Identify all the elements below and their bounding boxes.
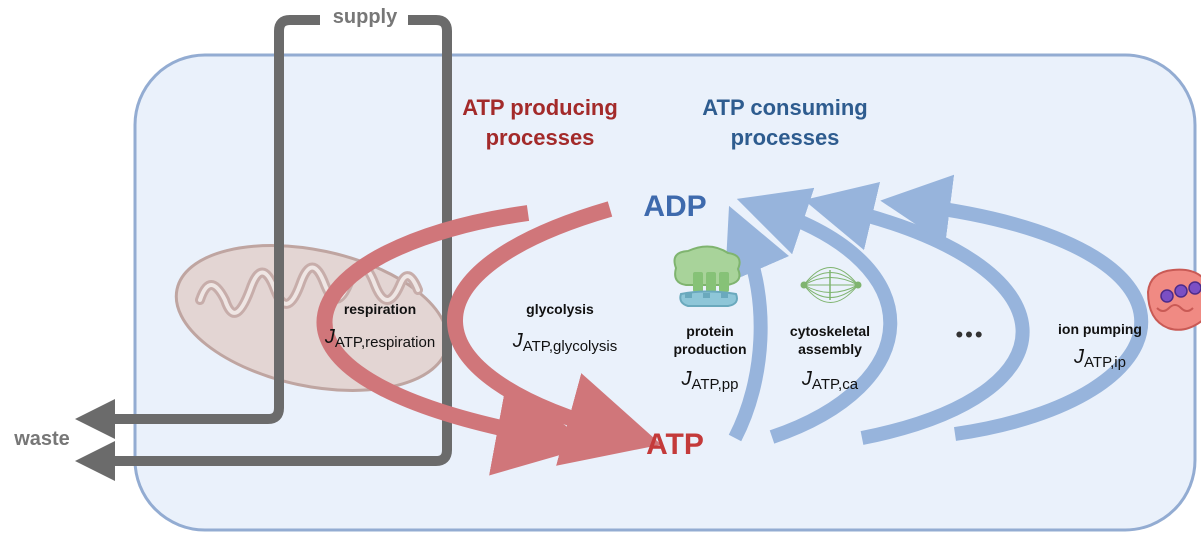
glycolysis-flux-subscript: ATP,glycolysis <box>522 338 618 355</box>
atp-producing-title-line1: ATP producing <box>462 95 618 120</box>
more-processes-ellipsis: ••• <box>955 322 985 347</box>
ion-pumping-flux-symbol: J <box>1074 346 1085 368</box>
cytoskeletal-assembly-label-line1: cytoskeletal <box>789 323 871 339</box>
atp-producing-title-line2: processes <box>485 125 595 150</box>
protein-production-flux-symbol: J <box>681 368 692 390</box>
ion-pumping-label: ion pumping <box>1058 321 1142 337</box>
respiration-flux-symbol: J <box>324 326 335 348</box>
protein-production-arrow <box>724 205 790 442</box>
cytoskeletal-assembly-flux: JATP,ca <box>775 368 885 393</box>
ribosome-icon <box>673 245 741 307</box>
protein-production-flux: JATP,pp <box>660 368 760 393</box>
atp-label: ATP <box>646 428 704 461</box>
atp-producing-arrows <box>316 201 662 476</box>
atp-consuming-arrows <box>724 174 1148 445</box>
spindle-icon <box>800 267 862 303</box>
ion-pumping-flux-subscript: ATP,ip <box>1084 354 1126 371</box>
cytoskeletal-assembly-label-line2: assembly <box>798 341 862 357</box>
waste-label: waste <box>14 428 70 450</box>
ion-pump-icon <box>1146 268 1201 331</box>
cytoskeletal-assembly-flux-symbol: J <box>801 368 812 390</box>
respiration-flux-subscript: ATP,respiration <box>334 334 436 351</box>
cytoskeletal-assembly-flux-subscript: ATP,ca <box>811 376 859 393</box>
glycolysis-flux-symbol: J <box>512 330 523 352</box>
supply-waste-path <box>75 15 452 481</box>
glycolysis-label: glycolysis <box>526 301 594 317</box>
adp-label: ADP <box>643 190 707 223</box>
protein-production-label-line1: protein <box>686 323 734 339</box>
atp-consuming-title-line1: ATP consuming <box>702 95 868 120</box>
protein-production-flux-subscript: ATP,pp <box>691 376 739 393</box>
protein-production-label-line2: production <box>673 341 747 357</box>
ion-pumping-arrow <box>880 174 1148 441</box>
atp-consuming-title-line2: processes <box>730 125 840 150</box>
supply-label: supply <box>332 6 398 28</box>
glycolysis-flux: JATP,glycolysis <box>490 330 640 355</box>
respiration-label: respiration <box>343 301 417 317</box>
ion-pumping-flux: JATP,ip <box>1050 346 1150 371</box>
glycolysis-arrow <box>447 201 662 466</box>
respiration-arrow <box>316 205 593 476</box>
respiration-flux: JATP,respiration <box>300 326 460 351</box>
